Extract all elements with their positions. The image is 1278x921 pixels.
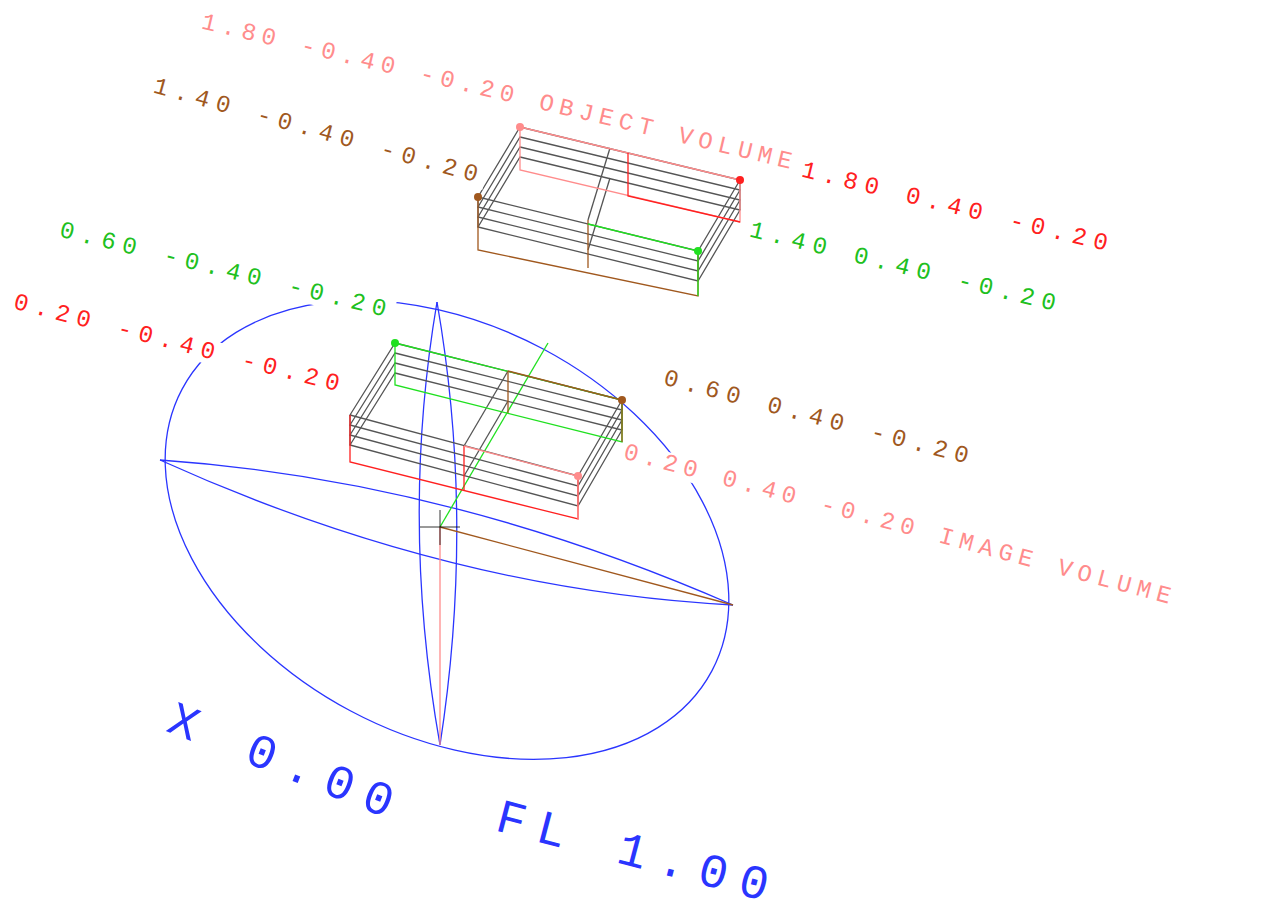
coordinate-label: 0.20 0.40 -0.20 IMAGE VOLUME — [619, 440, 1181, 611]
lens-section — [160, 460, 733, 605]
image-volume — [350, 339, 626, 519]
coordinate-label: 1.80 -0.40 -0.20 OBJECT VOLUME — [197, 10, 802, 176]
coordinate-label: 0.60 -0.40 -0.20 — [55, 218, 397, 324]
lens-section — [437, 302, 457, 745]
axis-line — [439, 527, 440, 745]
center-cross — [440, 510, 441, 545]
lens-section — [419, 302, 440, 745]
axis-line — [440, 527, 733, 605]
coordinate-label: 1.40 -0.40 -0.20 — [149, 74, 489, 190]
coordinate-label: 0.60 0.40 -0.20 — [659, 366, 980, 471]
coordinate-label: FL 1.00 — [489, 794, 788, 916]
axis-line — [440, 343, 548, 527]
lens-section — [160, 460, 733, 605]
coordinate-label: X 0.00 — [159, 696, 414, 834]
lens-outline — [86, 208, 808, 852]
